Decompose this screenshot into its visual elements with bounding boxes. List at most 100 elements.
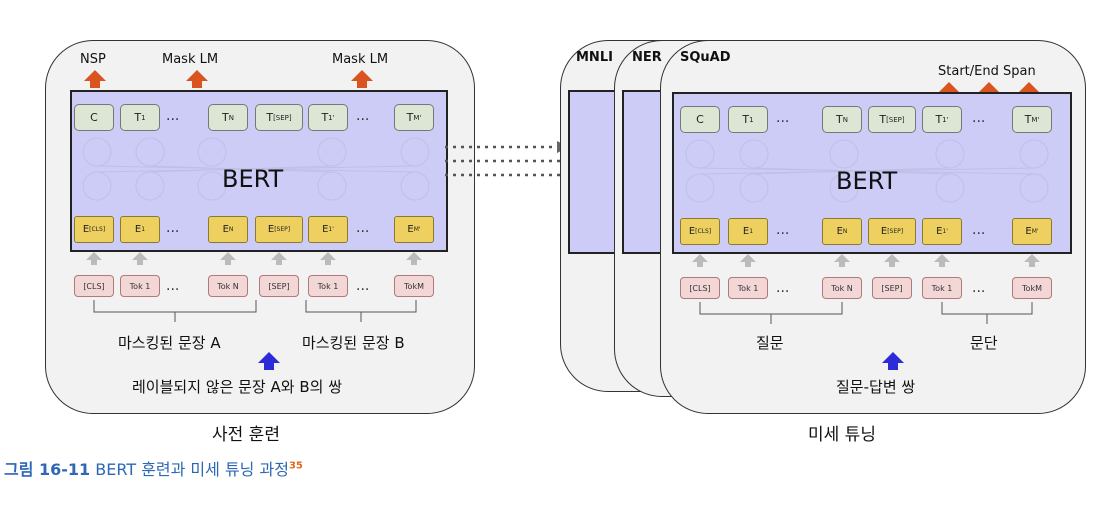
finetune-e-ellipsis-2: ... (972, 222, 986, 238)
finetune-blue-arrow (882, 352, 904, 370)
finetune-token-n: Tok N (822, 277, 862, 299)
e-node-label: E (880, 226, 888, 237)
pretrain-caption: 사전 훈련 (212, 425, 280, 445)
e-node-label: E (134, 224, 142, 235)
finetune-token-ellipsis-2: ... (972, 280, 986, 296)
finetune-token-cls: [CLS] (680, 277, 720, 299)
finetune-t-ellipsis: ... (776, 110, 790, 126)
figure-caption: 그림 16-11 BERT 훈련과 미세 튜닝 과정35 (4, 456, 303, 480)
pretrain-e-node-cls: E[CLS] (74, 216, 114, 243)
nsp-label: NSP (80, 52, 106, 67)
t-node-label: T (1024, 113, 1032, 126)
e-node-label: E (742, 226, 750, 237)
e-node-label: E (936, 226, 943, 237)
e-node-label: E (836, 226, 843, 237)
t-node-label: T (406, 111, 414, 124)
pretrain-token-1: Tok 1 (120, 275, 160, 297)
e-node-label: E (322, 224, 329, 235)
t-node-label: C (696, 113, 704, 126)
pretrain-token-ellipsis-2: ... (356, 278, 370, 294)
t-node-sub: 1' (328, 113, 335, 122)
pretrain-e-ellipsis: ... (166, 220, 180, 236)
e-node-sub: [SEP] (274, 226, 291, 233)
mask-lm-arrow-2 (351, 70, 373, 88)
nsp-arrow (84, 70, 106, 88)
e-node-sub: [SEP] (887, 228, 904, 235)
t-node-label: T (321, 111, 329, 124)
finetune-input-arrow (692, 254, 708, 267)
finetune-token-m: TokM (1012, 277, 1052, 299)
t-node-sub: N (842, 115, 848, 124)
t-node-label: T (266, 111, 274, 124)
t-node-sub: 1' (942, 115, 949, 124)
e-node-label: E (82, 224, 90, 235)
pretrain-bert-label: BERT (222, 165, 284, 193)
pretrain-input-arrow (271, 252, 287, 265)
pretrain-input-arrow (320, 252, 336, 265)
pretrain-token-1b: Tok 1 (308, 275, 348, 297)
t-node-sub: M' (413, 113, 422, 122)
finetune-token-ellipsis: ... (776, 280, 790, 296)
finetune-e-ellipsis: ... (776, 222, 790, 238)
finetune-input-arrow (884, 254, 900, 267)
figure-title-ko: 훈련과 미세 튜닝 과정 (141, 460, 289, 479)
mask-lm-label-2: Mask LM (332, 52, 389, 67)
pretrain-token-n: Tok N (208, 275, 248, 297)
t-node-label: T (836, 113, 843, 126)
t-node-label: T (935, 113, 943, 126)
e-node-label: E (267, 224, 275, 235)
e-node-sub: M' (413, 226, 421, 233)
e-node-sub: 1 (749, 228, 754, 235)
finetune-input-arrow (934, 254, 950, 267)
finetune-token-sep: [SEP] (872, 277, 912, 299)
e-node-sub: 1' (328, 226, 334, 233)
mask-lm-arrow-1 (186, 70, 208, 88)
t-node-label: T (742, 113, 750, 126)
finetune-input-arrow (834, 254, 850, 267)
pretrain-t-node-c: C (74, 104, 114, 131)
finetune-t-node-c: C (680, 106, 720, 133)
finetune-caption: 미세 튜닝 (808, 425, 876, 445)
pretrain-input-arrow (132, 252, 148, 265)
finetune-t-node-sep: T[SEP] (868, 106, 916, 133)
figure-footnote: 35 (288, 460, 303, 472)
finetune-t-ellipsis-2: ... (972, 110, 986, 126)
pretrain-brackets (93, 300, 417, 322)
sentence-b-label: 마스킹된 문장 B (302, 334, 405, 352)
t-node-label: T (222, 111, 229, 124)
t-node-sub: M' (1031, 115, 1040, 124)
finetune-transformer-lines (685, 139, 1049, 203)
e-node-sub: N (842, 228, 848, 235)
start-end-span-label: Start/End Span (938, 64, 1036, 79)
finetune-token-1b: Tok 1 (922, 277, 962, 299)
t-node-sub: 1 (749, 115, 754, 124)
e-node-sub: [CLS] (89, 226, 106, 233)
t-node-sub: 1 (141, 113, 146, 122)
t-node-sub: N (228, 113, 234, 122)
pretrain-token-cls: [CLS] (74, 275, 114, 297)
finetune-token-1: Tok 1 (728, 277, 768, 299)
e-node-label: E (1025, 226, 1032, 237)
e-node-label: E (688, 226, 696, 237)
finetune-input-arrow (1024, 254, 1040, 267)
e-node-label: E (222, 224, 229, 235)
e-node-sub: N (228, 226, 234, 233)
t-node-label: C (90, 111, 98, 124)
mask-lm-label-1: Mask LM (162, 52, 219, 67)
e-node-sub: 1 (141, 226, 146, 233)
pretrain-e-ellipsis-2: ... (356, 220, 370, 236)
t-node-label: T (879, 113, 887, 126)
pretrain-t-ellipsis-2: ... (356, 108, 370, 124)
figure-title-en: BERT (95, 460, 137, 479)
task-squad-label: SQuAD (680, 50, 731, 65)
